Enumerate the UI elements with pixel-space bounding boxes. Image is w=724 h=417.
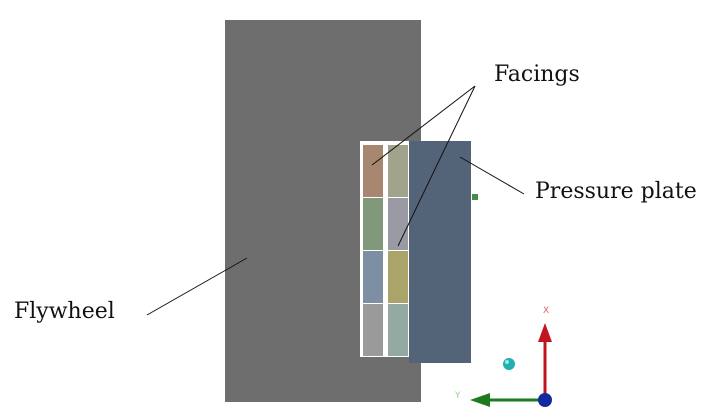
facing-block [363, 304, 383, 356]
leader-line-pressure-plate [459, 156, 525, 195]
pressure-plate-label: Pressure plate [535, 179, 697, 204]
leader-line-facings-lower [397, 85, 476, 247]
coordinate-triad: X Y [454, 306, 552, 407]
leader-line-flywheel [146, 257, 248, 316]
marker-highlight [505, 360, 509, 364]
x-axis-arrowhead [538, 323, 552, 342]
facing-block [388, 304, 408, 356]
y-axis-arrowhead [470, 393, 490, 407]
facing-block [388, 251, 408, 303]
origin-sphere [538, 393, 552, 407]
pressure-plate-nub [472, 194, 478, 200]
facings-label: Facings [494, 62, 580, 87]
y-axis-label: Y [454, 391, 461, 401]
flywheel-label: Flywheel [14, 299, 115, 324]
marker-sphere [503, 358, 515, 370]
facing-column-left [363, 145, 383, 356]
x-axis-label: X [543, 306, 549, 316]
facing-block [363, 251, 383, 303]
facing-block [363, 198, 383, 250]
leader-line-facings-upper [371, 85, 476, 166]
facing-block [388, 198, 408, 250]
facing-column-right [388, 145, 408, 356]
pressure-plate-body [409, 141, 471, 363]
facing-block [363, 145, 383, 197]
facing-block [388, 145, 408, 197]
leader-lines [146, 85, 525, 316]
